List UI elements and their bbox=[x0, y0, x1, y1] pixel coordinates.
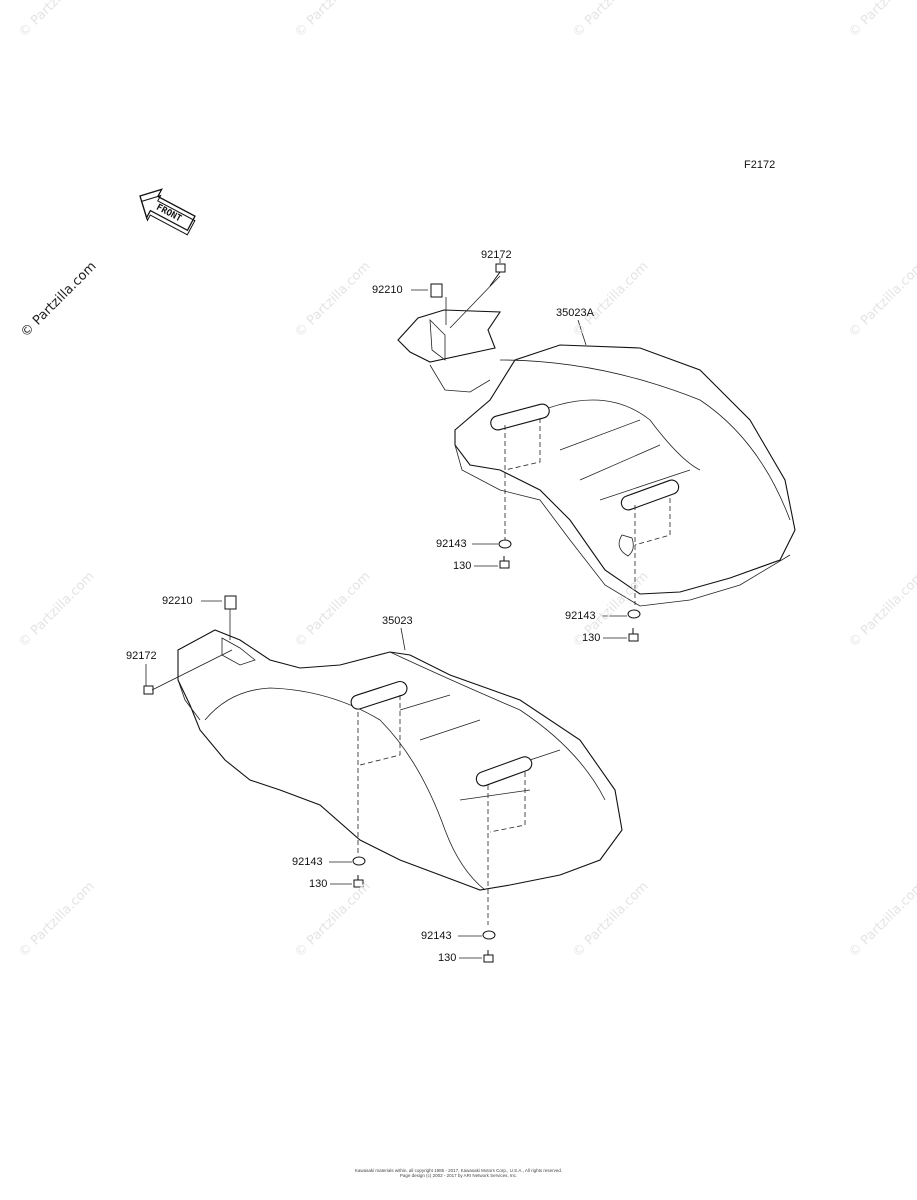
clip-92210-lower bbox=[224, 595, 237, 610]
clip-92210-upper bbox=[430, 283, 443, 298]
bolt-92172-lower bbox=[143, 685, 154, 695]
screw-130-upper-b bbox=[628, 628, 639, 642]
washer-92143-upper-a bbox=[498, 539, 512, 549]
callout-130-lower-b[interactable]: 130 bbox=[438, 952, 457, 964]
washer-92143-lower-b bbox=[482, 930, 496, 940]
callout-92210-upper[interactable]: 92210 bbox=[372, 284, 403, 296]
screw-130-upper-a bbox=[499, 556, 510, 569]
figure-code: F2172 bbox=[744, 159, 776, 171]
callout-92172-upper[interactable]: 92172 bbox=[481, 249, 512, 261]
callout-130-lower-a[interactable]: 130 bbox=[309, 878, 328, 890]
callout-35023[interactable]: 35023 bbox=[382, 615, 413, 627]
footer-line-2: Page design (c) 2002 - 2017 by ARI Netwo… bbox=[399, 1173, 518, 1179]
bolt-92172-upper bbox=[489, 263, 506, 287]
washer-92143-upper-b bbox=[627, 609, 641, 619]
callout-92143-lower-b[interactable]: 92143 bbox=[421, 930, 452, 942]
callout-92172-lower[interactable]: 92172 bbox=[126, 650, 157, 662]
footer-line-1: Kawasaki materials within, all copyright… bbox=[354, 1168, 563, 1173]
callout-130-upper-a[interactable]: 130 bbox=[453, 560, 472, 572]
callout-92143-upper-b[interactable]: 92143 bbox=[565, 610, 596, 622]
front-arrow-icon: FRONT bbox=[139, 188, 196, 236]
copyright-footer: Kawasaki materials within, all copyright… bbox=[0, 1168, 917, 1179]
screw-130-lower-a bbox=[353, 875, 364, 888]
callout-92143-lower-a[interactable]: 92143 bbox=[292, 856, 323, 868]
callout-130-upper-b[interactable]: 130 bbox=[582, 632, 601, 644]
callout-92143-upper-a[interactable]: 92143 bbox=[436, 538, 467, 550]
screw-130-lower-b bbox=[483, 950, 494, 963]
mudguard-35023A bbox=[397, 309, 796, 607]
callout-35023A[interactable]: 35023A bbox=[556, 307, 594, 319]
mudguard-35023 bbox=[177, 629, 623, 925]
callout-92210-lower[interactable]: 92210 bbox=[162, 595, 193, 607]
washer-92143-lower-a bbox=[352, 856, 366, 866]
